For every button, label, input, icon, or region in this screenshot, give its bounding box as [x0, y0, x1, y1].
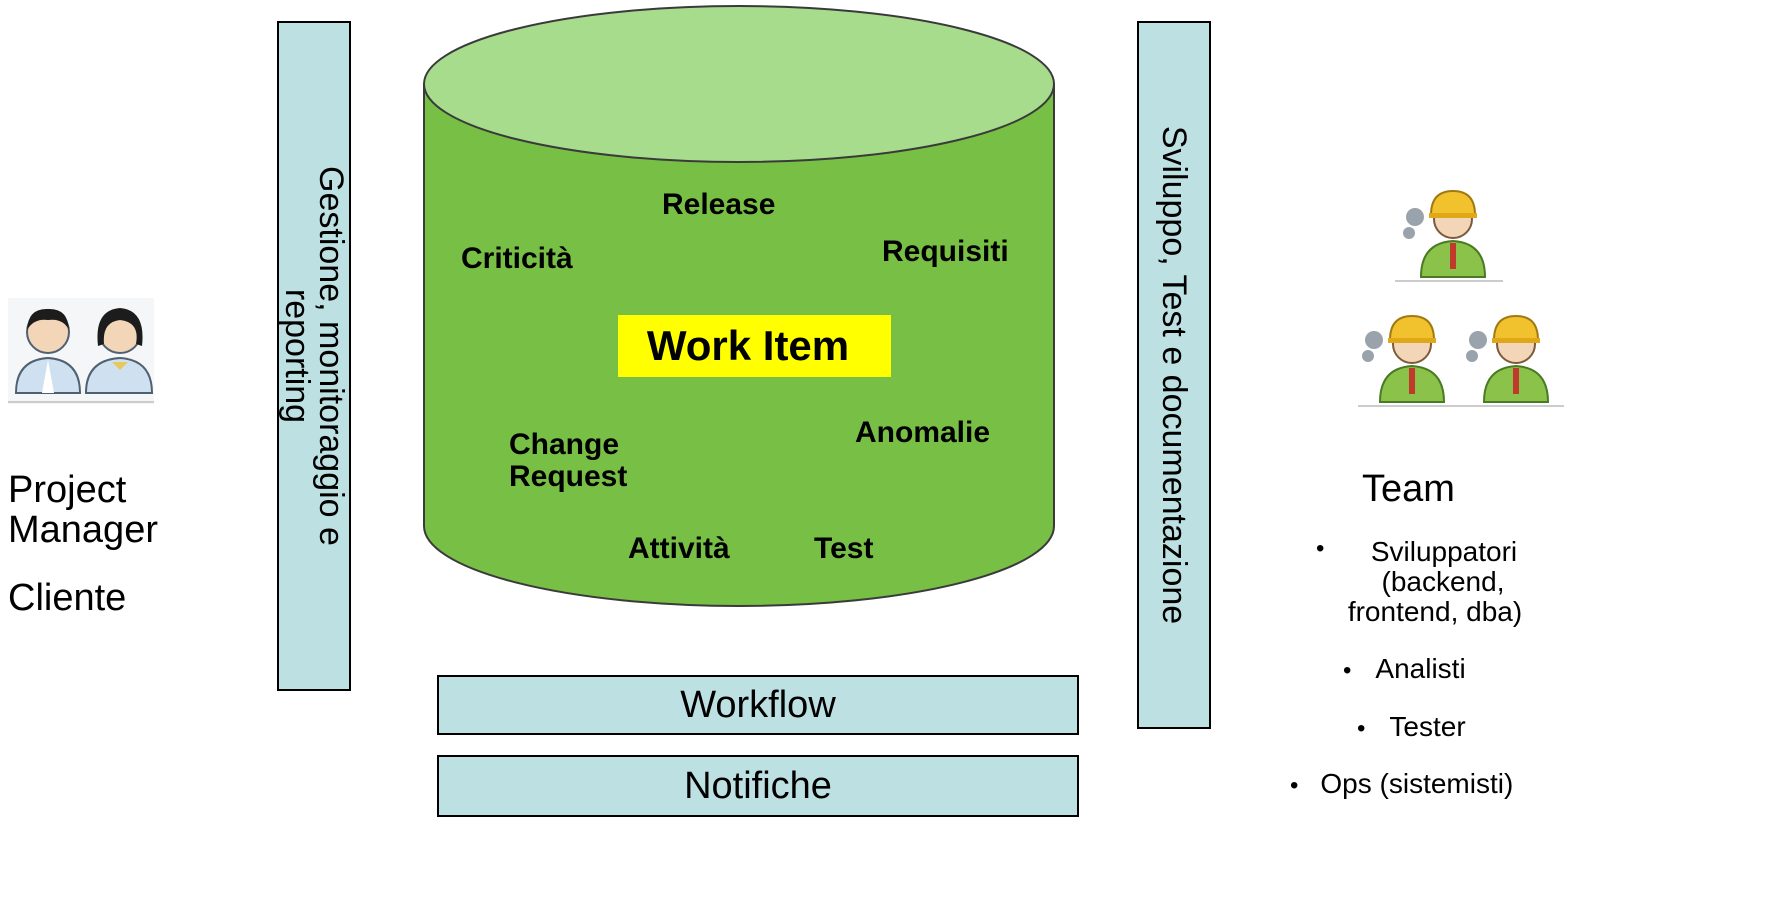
workflow-bar: Workflow	[437, 675, 1079, 735]
work-item-highlight	[618, 315, 891, 377]
sviluppatori-line3: frontend, dba)	[1347, 596, 1523, 627]
development-bar: Sviluppo, Test e documentazione	[1137, 21, 1211, 729]
team-member-analisti: • Analisti	[1343, 653, 1466, 685]
work-item-database	[423, 5, 1055, 607]
team-member-sviluppatori: • Sviluppatori (backend, frontend, dba)	[1310, 535, 1560, 627]
project-manager-label: Project Manager	[8, 470, 158, 550]
item-attivita: Attività	[628, 532, 730, 565]
item-criticita: Criticità	[461, 242, 573, 275]
team-member-icon-1	[1358, 308, 1462, 408]
team-member-tester: • Tester	[1357, 711, 1466, 743]
bullet-icon: •	[1357, 715, 1366, 742]
management-bar-line2: reporting	[278, 288, 316, 424]
workflow-label: Workflow	[680, 683, 836, 726]
label-manager: Manager	[8, 509, 158, 551]
item-change-request: Change Request	[509, 429, 627, 493]
sviluppatori-line2: (backend,	[1381, 566, 1505, 597]
item-release: Release	[662, 188, 776, 221]
team-member-ops: • Ops (sistemisti)	[1290, 768, 1513, 800]
item-change: Change	[509, 428, 620, 461]
management-bar-text: Gestione, monitoraggio e reporting	[278, 166, 350, 546]
label-project: Project	[8, 469, 127, 511]
cliente-label: Cliente	[8, 577, 127, 619]
management-bar-line1: Gestione, monitoraggio e	[312, 166, 350, 546]
notifiche-bar: Notifiche	[437, 755, 1079, 817]
tester-label: Tester	[1389, 711, 1466, 742]
team-member-icon-2	[1462, 308, 1564, 408]
work-item-title: Work Item	[646, 322, 850, 369]
team-title: Team	[1362, 468, 1455, 510]
bullet-icon: •	[1343, 657, 1352, 684]
team-lead-icon	[1395, 185, 1503, 283]
notifiche-label: Notifiche	[684, 764, 832, 807]
development-bar-text: Sviluppo, Test e documentazione	[1155, 125, 1193, 625]
item-requisiti: Requisiti	[882, 235, 1009, 268]
ops-label: Ops (sistemisti)	[1320, 768, 1514, 799]
project-manager-icon	[8, 298, 154, 404]
item-request: Request	[509, 460, 628, 493]
item-anomalie: Anomalie	[855, 416, 991, 449]
management-bar: Gestione, monitoraggio e reporting	[277, 21, 351, 691]
item-test: Test	[814, 532, 874, 565]
analisti-label: Analisti	[1375, 653, 1466, 684]
sviluppatori-line1: Sviluppatori	[1370, 536, 1518, 567]
bullet-icon: •	[1290, 772, 1299, 799]
bullet-icon: •	[1316, 535, 1325, 562]
